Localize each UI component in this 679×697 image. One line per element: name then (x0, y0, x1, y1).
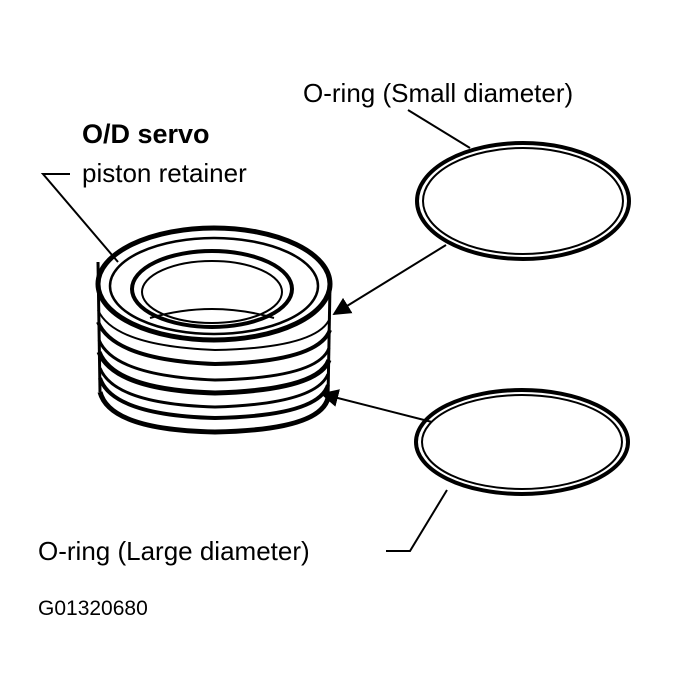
small-o-ring (415, 141, 631, 261)
label-retainer-line1: O/D servo (82, 119, 210, 149)
figure-code: G01320680 (38, 597, 148, 620)
retainer-outer-rim (95, 225, 333, 343)
groove-line (97, 339, 331, 382)
retainer-bore-outer (130, 249, 294, 329)
groove-line (96, 350, 332, 396)
label-retainer-line2: piston retainer (82, 158, 247, 188)
diagram-labels: O/D servo piston retainer O-ring (Small … (38, 78, 573, 620)
leader-small-o-ring (407, 109, 471, 149)
retainer-grooves (96, 309, 332, 435)
large-o-ring-inner (421, 394, 623, 490)
groove-line (97, 309, 331, 352)
label-large-o-ring: O-ring (Large diameter) (38, 536, 310, 566)
small-o-ring-outer (415, 141, 631, 261)
assembly-arrows (320, 244, 447, 423)
retainer-top-face (95, 225, 333, 343)
retainer-rim-inner-edge (108, 236, 320, 336)
arrow-large-o-ring-to-retainer (320, 389, 433, 423)
retainer-bottom-edge (97, 391, 331, 435)
label-small-o-ring: O-ring (Small diameter) (303, 78, 573, 108)
large-o-ring-outer (414, 388, 630, 496)
groove-line (98, 367, 330, 409)
groove-line (96, 321, 332, 367)
groove-line (98, 377, 330, 421)
leader-lines (40, 109, 471, 552)
retainer-bore-floor (149, 308, 275, 319)
leader-retainer (40, 173, 119, 263)
retainer-right-side (326, 284, 332, 399)
arrow-small-o-ring-to-retainer (332, 244, 447, 315)
small-o-ring-inner (422, 147, 624, 255)
retainer-bore-inner (141, 260, 283, 324)
large-o-ring (414, 388, 630, 496)
piston-retainer (95, 225, 333, 435)
leader-large-o-ring (386, 489, 448, 552)
